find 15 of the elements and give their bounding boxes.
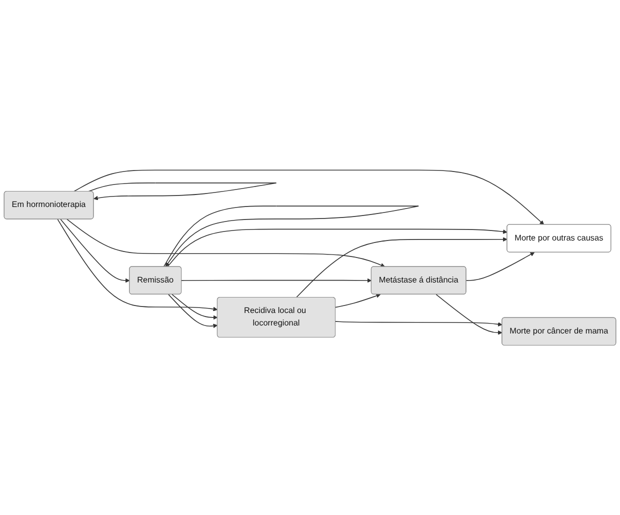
arrow [466, 252, 535, 281]
arrow [73, 170, 544, 225]
arrow [66, 218, 386, 268]
arrow [335, 293, 381, 308]
arrow [167, 228, 508, 267]
arrow [60, 218, 130, 283]
arrow [172, 294, 218, 320]
arrow [181, 278, 372, 283]
arrow [88, 182, 277, 200]
arrow [436, 294, 502, 335]
arrow [57, 218, 218, 312]
arrow [296, 236, 508, 298]
arrow [335, 320, 502, 326]
arrow [163, 205, 419, 267]
arrow [168, 294, 218, 328]
